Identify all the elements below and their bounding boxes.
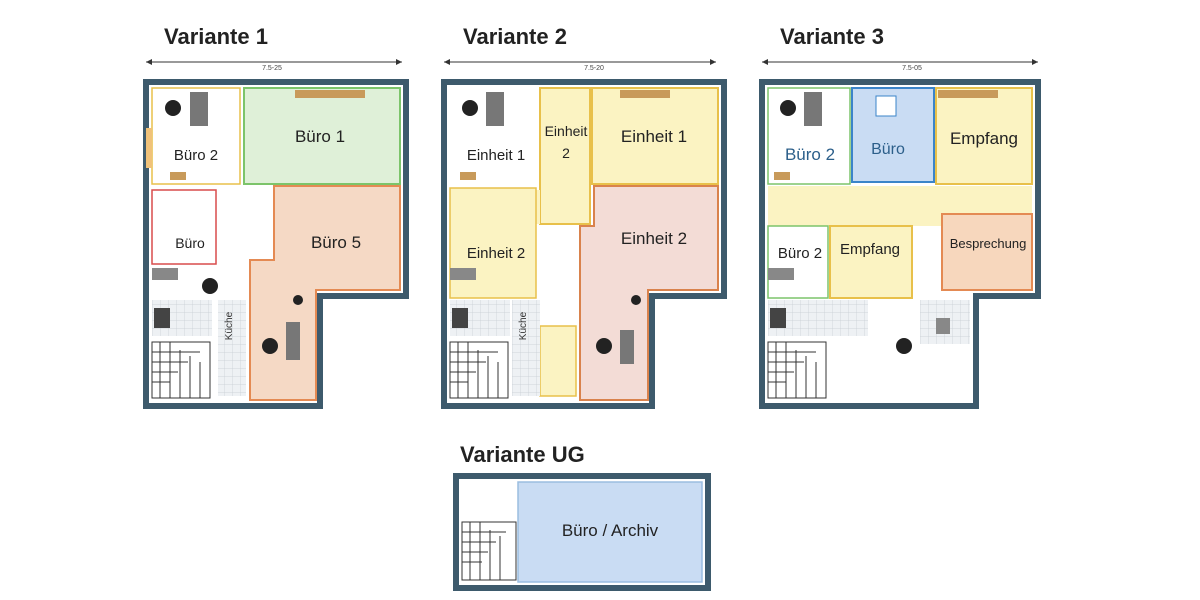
dimension-v3: 7.5-05 (902, 65, 922, 72)
room-ug-buero-archiv: Büro / Archiv (562, 521, 659, 540)
title-variante-ug: Variante UG (460, 442, 585, 467)
plan-variante-1: 7.5-25 Büro 1 Büro 2 Büro Büro 5 Küche (143, 59, 409, 409)
dimension-v2: 7.5-20 (584, 65, 604, 72)
room-v1-buero: Büro (175, 235, 205, 251)
room-v1-buero2: Büro 2 (174, 147, 218, 164)
room-v3-empfang-bottom: Empfang (840, 241, 900, 258)
room-v2-einheit1-left: Einheit 1 (467, 147, 525, 164)
room-v1-buero1: Büro 1 (295, 127, 345, 146)
plan-variante-3: 7.5-05 Büro 2 Büro Empfang Büro 2 Empfan… (759, 59, 1041, 409)
title-variante-1: Variante 1 (164, 24, 268, 49)
room-v1-buero5: Büro 5 (311, 233, 361, 252)
room-v3-buero2-top: Büro 2 (785, 145, 835, 164)
room-v2-kueche: Küche (518, 311, 529, 340)
room-v2-einheit1-right: Einheit 1 (621, 127, 687, 146)
title-variante-3: Variante 3 (780, 24, 884, 49)
room-v2-einheit2-top-b: 2 (562, 145, 570, 161)
room-v2-einheit2-right: Einheit 2 (621, 229, 687, 248)
plan-variante-ug: Büro / Archiv (453, 473, 711, 591)
room-v2-einheit2-top-a: Einheit (545, 123, 588, 139)
room-v3-buero2-bottom: Büro 2 (778, 245, 822, 262)
room-v3-empfang-top: Empfang (950, 129, 1018, 148)
room-v3-buero: Büro (871, 141, 905, 158)
room-v3-besprechung: Besprechung (950, 236, 1027, 251)
room-v2-einheit2-left: Einheit 2 (467, 245, 525, 262)
dimension-v1: 7.5-25 (262, 65, 282, 72)
room-v1-kueche: Küche (224, 311, 235, 340)
plan-variante-2: 7.5-20 Einheit 1 Einheit 2 Einheit 1 Ein… (441, 59, 727, 409)
title-variante-2: Variante 2 (463, 24, 567, 49)
